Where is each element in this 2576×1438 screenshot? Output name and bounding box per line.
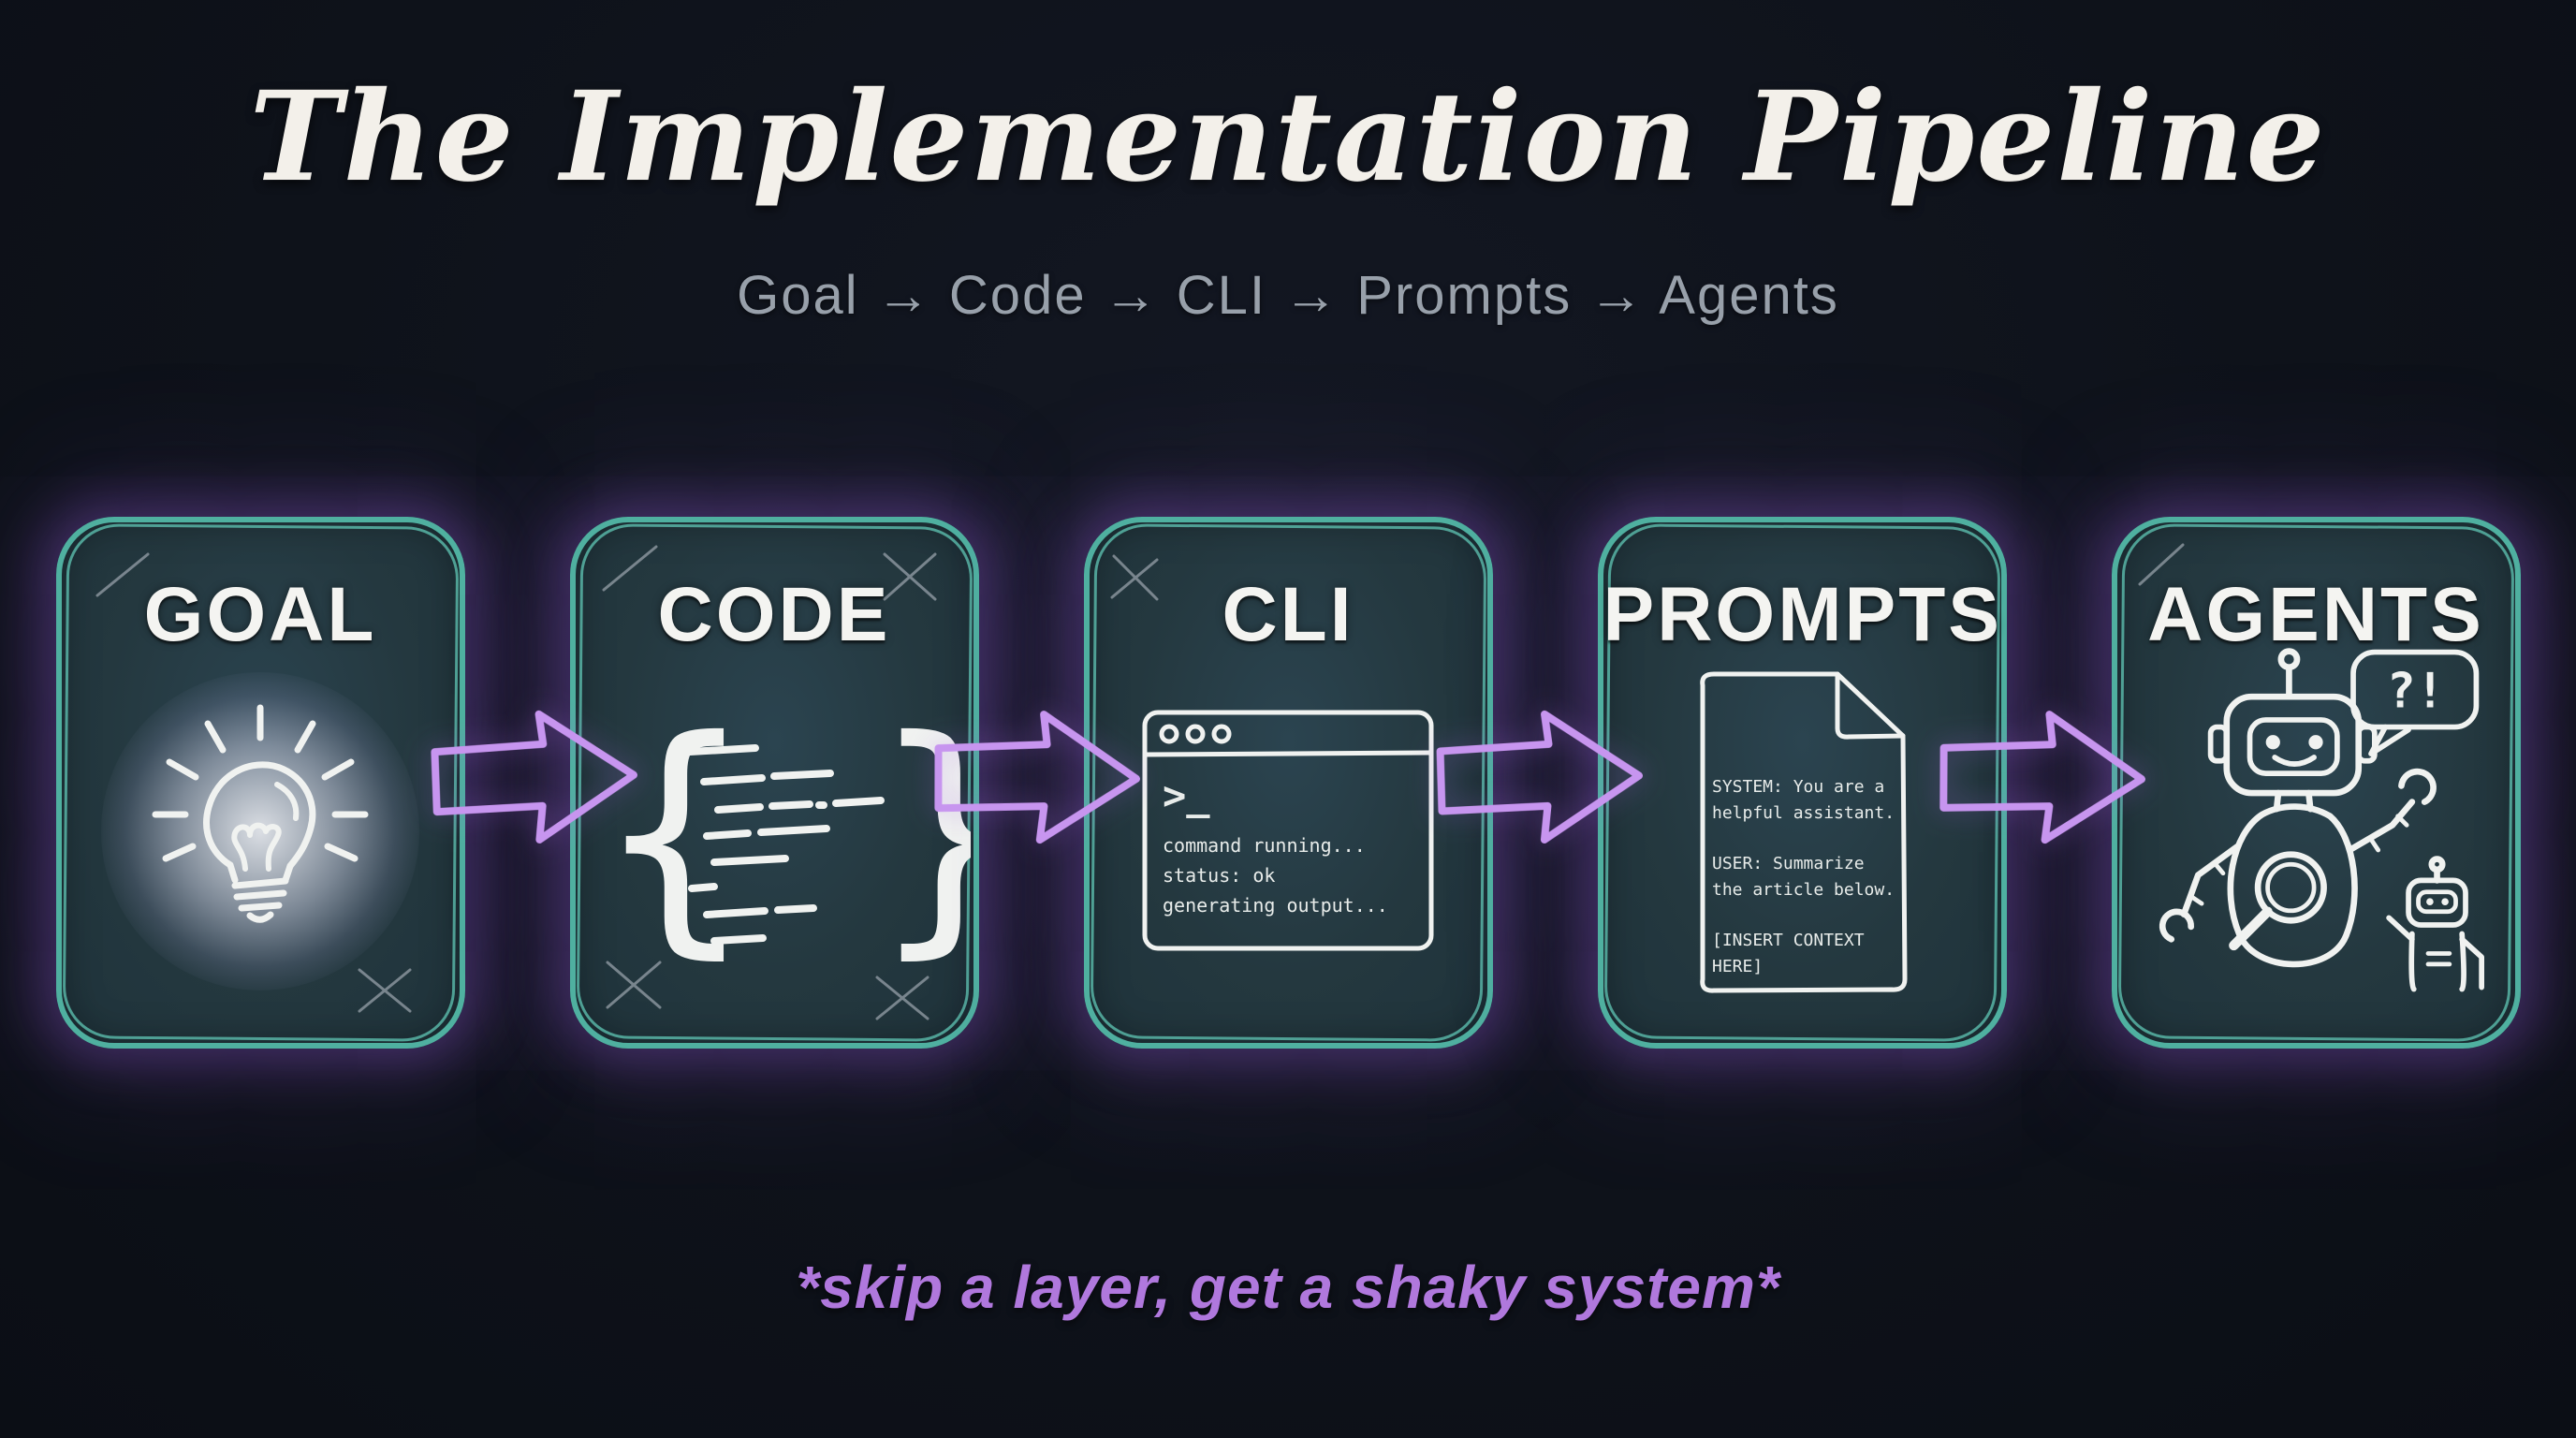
stage-label: CODE	[657, 572, 891, 657]
code-scribble-lines	[686, 744, 885, 945]
stage-card-agents: AGENTS	[2111, 517, 2521, 1049]
stage-card-goal: GOAL	[55, 517, 465, 1049]
stage-card-code: CODE { }	[569, 517, 979, 1049]
terminal-prompt: >_	[1163, 772, 1210, 818]
page-title: The Implementation Pipeline	[249, 65, 2327, 210]
doc-line: the article below.	[1712, 880, 1895, 900]
speech-bubble-text: ?!	[2387, 664, 2445, 720]
stage-label: PROMPTS	[1603, 572, 2002, 657]
flow-arrow-4	[1932, 696, 2151, 859]
terminal-line: command running...	[1163, 834, 1366, 857]
lightbulb-icon	[62, 653, 460, 1009]
stage-card-cli: CLI >_ command running... status: ok gen…	[1083, 517, 1493, 1049]
doc-line: USER: Summarize	[1712, 854, 1865, 873]
prompt-document-icon: SYSTEM: You are a helpful assistant. USE…	[1603, 653, 2001, 1009]
flow-arrow-1	[424, 696, 643, 859]
terminal-line: status: ok	[1163, 864, 1275, 887]
flow-arrow-3	[1430, 696, 1647, 858]
doc-line: SYSTEM: You are a	[1712, 777, 1884, 797]
doc-line: HERE]	[1712, 957, 1763, 976]
robots-icon: ?!	[2117, 648, 2515, 1009]
close-brace: }	[870, 686, 971, 976]
pipeline-row: GOAL	[0, 517, 2576, 1049]
curly-braces-icon: { }	[576, 653, 973, 1009]
stage-label: AGENTS	[2147, 572, 2484, 657]
stage-label: CLI	[1222, 572, 1354, 657]
doc-line: helpful assistant.	[1712, 803, 1895, 823]
footnote-text: *skip a layer, get a shaky system*	[796, 1254, 1780, 1321]
flow-arrow-2	[928, 696, 1146, 858]
terminal-line: generating output...	[1163, 894, 1388, 917]
stage-label: GOAL	[143, 572, 377, 657]
page-subtitle: Goal → Code → CLI → Prompts → Agents	[737, 265, 1839, 326]
doc-line: [INSERT CONTEXT	[1712, 931, 1865, 950]
stage-card-prompts: PROMPTS SYSTEM: You are a helpful assist…	[1597, 517, 2007, 1049]
terminal-window-icon: >_ command running... status: ok generat…	[1090, 653, 1487, 1009]
